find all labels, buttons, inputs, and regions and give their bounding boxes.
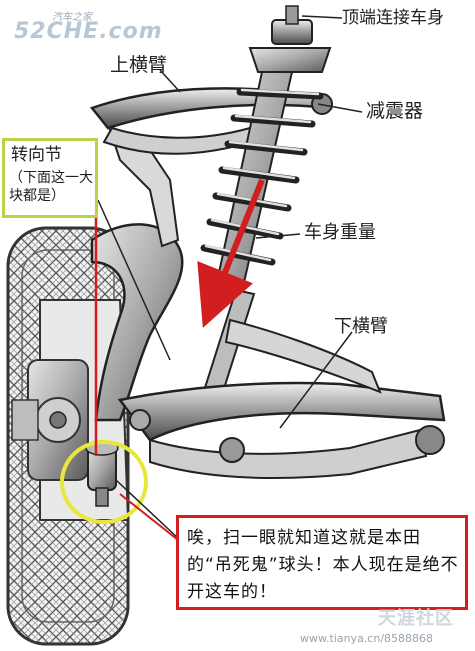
watermark-url: www.tianya.cn/8588868: [300, 632, 434, 645]
ball-joint-highlight: [60, 440, 148, 524]
watermark-site: 天涯社区: [378, 608, 454, 629]
leader-lines: [97, 15, 363, 541]
steering-knuckle: [90, 128, 184, 422]
site-logo: 汽车之家 52CHE.com: [14, 8, 162, 48]
ball-joint-callout: 唉，扫一眼就知道这就是本田的“吊死鬼”球头！本人现在是绝不开这车的！: [176, 515, 468, 610]
top-mount: [248, 5, 332, 73]
vehicle-weight-arrow: [197, 178, 265, 328]
logo-tagline: 汽车之家: [52, 12, 92, 23]
label-upper-arm: 上横臂: [110, 54, 168, 76]
label-steering-knuckle-note: （下面这一大块都是）: [9, 170, 93, 204]
label-body-mount: 顶端连接车身: [342, 8, 444, 28]
label-lower-arm: 下横臂: [334, 316, 388, 337]
callout-text: 唉，扫一眼就知道这就是本田的“吊死鬼”球头！本人现在是绝不开这车的！: [187, 528, 459, 602]
label-vehicle-weight: 车身重量: [304, 222, 376, 243]
callout-pointer: [119, 493, 179, 541]
ball-joint: [85, 440, 119, 507]
lower-arm: [117, 318, 446, 479]
label-shock-absorber: 减震器: [366, 100, 424, 122]
steering-knuckle-label-box: 转向节 （下面这一大块都是）: [2, 138, 98, 218]
logo-wordmark: 52CHE.com: [14, 19, 163, 44]
label-steering-knuckle: 转向节: [11, 145, 62, 165]
